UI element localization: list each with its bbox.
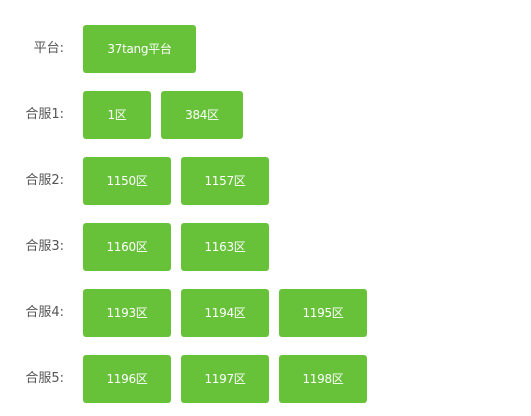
server-button-1198[interactable]: 1198区 bbox=[279, 355, 367, 403]
merge-server-row-3: 合服3: 1160区 1163区 bbox=[0, 223, 531, 271]
server-button-1193[interactable]: 1193区 bbox=[83, 289, 171, 337]
platform-buttons: 37tang平台 bbox=[83, 25, 206, 73]
server-button-1196[interactable]: 1196区 bbox=[83, 355, 171, 403]
merge-server-label-5: 合服5: bbox=[25, 371, 64, 386]
merge-server-label-1: 合服1: bbox=[25, 107, 64, 122]
server-button-1195[interactable]: 1195区 bbox=[279, 289, 367, 337]
platform-label: 平台: bbox=[33, 41, 64, 56]
server-button-1163[interactable]: 1163区 bbox=[181, 223, 269, 271]
server-button-1160[interactable]: 1160区 bbox=[83, 223, 171, 271]
server-button-384[interactable]: 384区 bbox=[161, 91, 243, 139]
merge-server-buttons-1: 1区 384区 bbox=[83, 91, 253, 139]
platform-row: 平台: 37tang平台 bbox=[0, 25, 531, 73]
merge-server-buttons-3: 1160区 1163区 bbox=[83, 223, 279, 271]
merge-server-row-4: 合服4: 1193区 1194区 1195区 bbox=[0, 289, 531, 337]
server-button-1194[interactable]: 1194区 bbox=[181, 289, 269, 337]
server-button-1150[interactable]: 1150区 bbox=[83, 157, 171, 205]
merge-server-buttons-5: 1196区 1197区 1198区 bbox=[83, 355, 377, 403]
server-button-1197[interactable]: 1197区 bbox=[181, 355, 269, 403]
merge-server-label-4: 合服4: bbox=[25, 305, 64, 320]
server-button-1[interactable]: 1区 bbox=[83, 91, 151, 139]
platform-button-37tang[interactable]: 37tang平台 bbox=[83, 25, 196, 73]
merge-server-buttons-4: 1193区 1194区 1195区 bbox=[83, 289, 377, 337]
server-button-1157[interactable]: 1157区 bbox=[181, 157, 269, 205]
merge-server-row-5: 合服5: 1196区 1197区 1198区 bbox=[0, 355, 531, 403]
merge-server-row-1: 合服1: 1区 384区 bbox=[0, 91, 531, 139]
merge-server-label-2: 合服2: bbox=[25, 173, 64, 188]
merge-server-row-2: 合服2: 1150区 1157区 bbox=[0, 157, 531, 205]
merge-server-label-3: 合服3: bbox=[25, 239, 64, 254]
merge-server-buttons-2: 1150区 1157区 bbox=[83, 157, 279, 205]
